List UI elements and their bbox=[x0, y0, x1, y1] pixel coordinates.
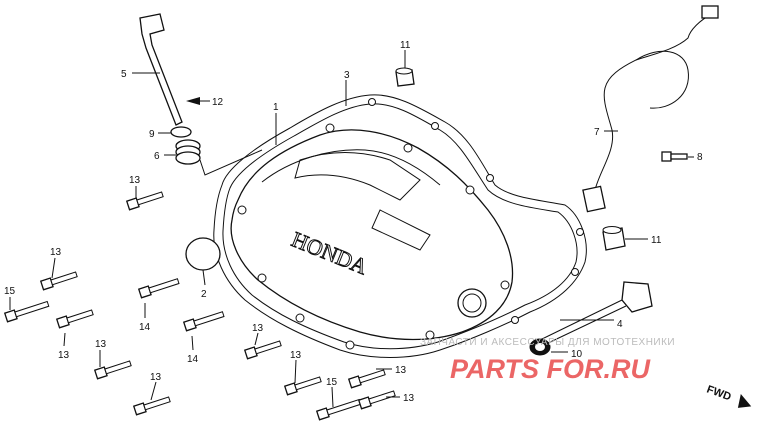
bolt-15-b bbox=[315, 398, 362, 421]
callout-12: 12 bbox=[212, 97, 224, 108]
bolt-13-d bbox=[93, 360, 132, 380]
callout-11-top: 11 bbox=[400, 40, 411, 51]
washer-part-9 bbox=[170, 126, 192, 138]
cover-ridge bbox=[261, 149, 441, 186]
callout-9: 9 bbox=[149, 129, 155, 140]
bolt-leaders bbox=[9, 186, 400, 408]
callout-14-b: 14 bbox=[187, 354, 199, 365]
callout-8: 8 bbox=[697, 152, 703, 163]
callout-13-f: 13 bbox=[252, 323, 264, 334]
callout-13-c: 13 bbox=[58, 350, 70, 361]
bolt-15-a bbox=[3, 300, 50, 323]
leader-2 bbox=[202, 269, 206, 286]
cover-ridge-2 bbox=[294, 152, 421, 201]
wire-loop bbox=[635, 50, 689, 109]
arrow-12 bbox=[186, 97, 200, 105]
bolt-13-i bbox=[357, 390, 396, 410]
oring-hole bbox=[535, 343, 545, 351]
callout-13-g: 13 bbox=[290, 350, 302, 361]
cover-ridge-3 bbox=[371, 209, 431, 251]
shaft-part-5 bbox=[139, 13, 183, 126]
watermark-logo: PARTS FOR.RU bbox=[450, 354, 652, 384]
spring-part-6 bbox=[175, 139, 201, 165]
gasket-inner bbox=[222, 103, 578, 350]
bolt-14-b bbox=[182, 311, 225, 332]
callout-11-right: 11 bbox=[651, 235, 662, 246]
callout-13-h: 13 bbox=[395, 365, 407, 376]
collar-top-face bbox=[395, 67, 413, 75]
callout-15-b: 15 bbox=[326, 377, 338, 388]
callout-10: 10 bbox=[571, 349, 583, 360]
bolt-13-g bbox=[283, 376, 322, 396]
bolt-13-a bbox=[125, 191, 164, 211]
callout-13-d: 13 bbox=[95, 339, 107, 350]
callout-13-b: 13 bbox=[50, 247, 62, 258]
bolt-13-c bbox=[55, 309, 94, 329]
filler-boss-inner bbox=[462, 293, 482, 313]
cover-bolt-holes bbox=[237, 98, 584, 350]
callout-4: 4 bbox=[617, 319, 623, 330]
bolt-part-8 bbox=[661, 151, 688, 162]
fwd-label: FWD bbox=[705, 384, 733, 404]
sensor-bracket bbox=[582, 185, 606, 213]
callout-13-i: 13 bbox=[403, 393, 415, 404]
cap-part-2 bbox=[185, 237, 221, 271]
leader-6-shaft bbox=[199, 149, 263, 176]
bolt-13-h bbox=[347, 369, 386, 389]
callout-13-e: 13 bbox=[150, 372, 162, 383]
connector-top bbox=[701, 5, 719, 19]
callout-1: 1 bbox=[273, 102, 279, 113]
callout-13-a: 13 bbox=[129, 175, 141, 186]
callout-14-a: 14 bbox=[139, 322, 151, 333]
filler-boss bbox=[457, 288, 487, 318]
bolt-14-a bbox=[137, 278, 180, 299]
callout-7: 7 bbox=[594, 127, 600, 138]
callout-2: 2 bbox=[201, 289, 207, 300]
callout-5: 5 bbox=[121, 69, 127, 80]
crankcase-cover bbox=[230, 129, 514, 341]
watermark-tagline: ЗАПЧАСТИ И АКСЕССУАРЫ ДЛЯ МОТОТЕХНИКИ bbox=[420, 337, 675, 348]
wire-part-7 bbox=[594, 13, 713, 191]
fwd-arrow-icon bbox=[737, 394, 752, 408]
dipstick-part-4 bbox=[621, 281, 653, 313]
callout-6: 6 bbox=[154, 151, 160, 162]
callout-15-a: 15 bbox=[4, 286, 16, 297]
bolt-13-f bbox=[243, 340, 282, 360]
bolt-13-e bbox=[132, 396, 171, 416]
collar-right-face bbox=[602, 226, 622, 234]
callout-3: 3 bbox=[344, 70, 350, 81]
bolt-13-b bbox=[39, 271, 78, 291]
